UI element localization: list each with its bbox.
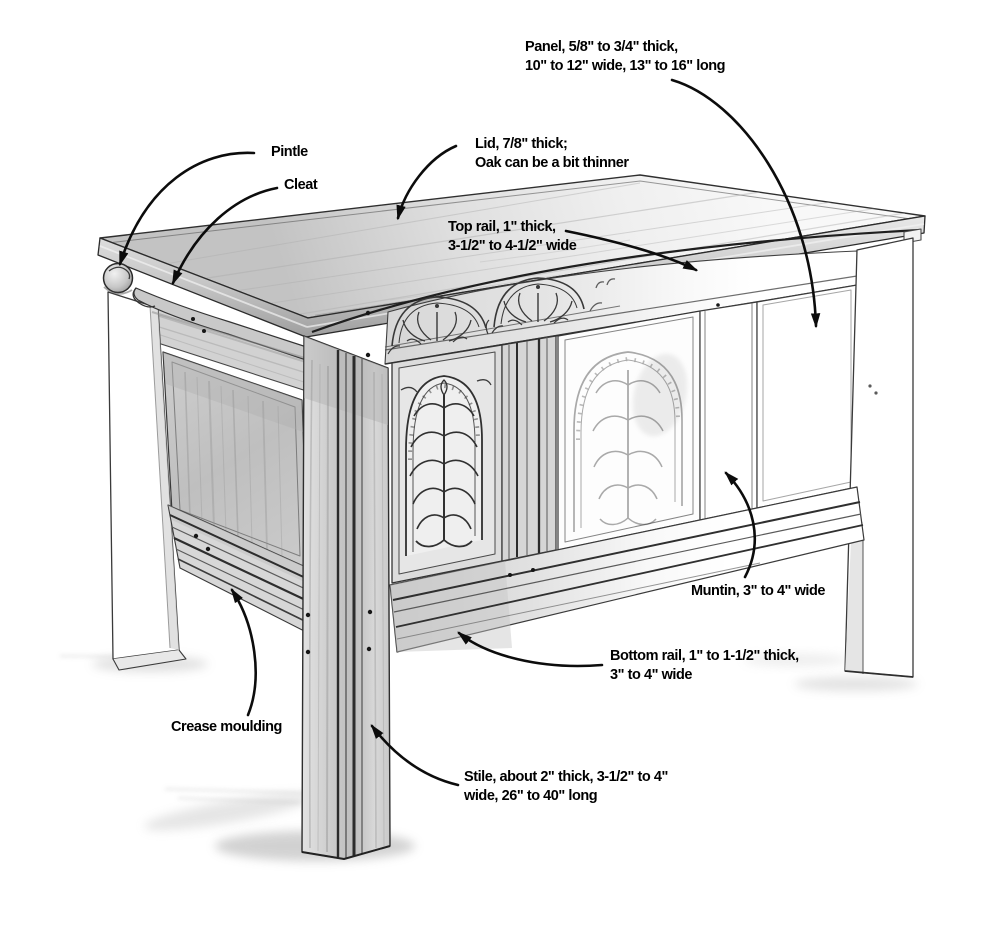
callout-lid: Lid, 7/8" thick; Oak can be a bit thinne… [475,136,629,171]
plain-muntin [699,301,758,521]
arrow-pintle [118,151,256,267]
front-left-stile [301,335,391,860]
arrow-stile [370,724,460,787]
callout-muntin: Muntin, 3" to 4" wide [691,583,825,599]
callout-crease-moulding: Crease moulding [171,719,282,735]
carved-panel-center [557,310,701,551]
carved-panel-left [391,344,503,584]
arrow-bottom-rail [457,631,604,668]
frieze-carving [387,277,616,355]
callout-cleat: Cleat [284,177,318,193]
arrow-lid [396,144,458,221]
callout-top-rail: Top rail, 1" thick, 3-1/2" to 4-1/2" wid… [448,219,577,254]
arrow-panel [670,78,821,329]
pintle-and-cleat [102,262,325,367]
callout-panel: Panel, 5/8" to 3/4" thick, 10" to 12" wi… [525,39,726,74]
plain-panel-right [756,284,858,509]
arrow-top-rail [564,229,699,272]
arrow-muntin [724,471,757,579]
callout-stile: Stile, about 2" thick, 3-1/2" to 4" wide… [464,769,668,804]
right-stile [844,228,922,678]
pintle-knob [102,262,134,294]
chest-front [191,228,922,860]
chest-left-side [107,291,323,671]
arrow-crease-moulding [230,588,257,717]
callout-pintle: Pintle [271,144,308,160]
bottom-rail [389,486,865,653]
arrow-cleat [171,186,279,286]
callout-bottom-rail: Bottom rail, 1" to 1-1/2" thick, 3" to 4… [610,648,799,683]
annotation-arrows [118,78,821,787]
cleat-strip [133,287,325,367]
carved-muntin [501,335,557,562]
peg-dots [191,303,878,655]
